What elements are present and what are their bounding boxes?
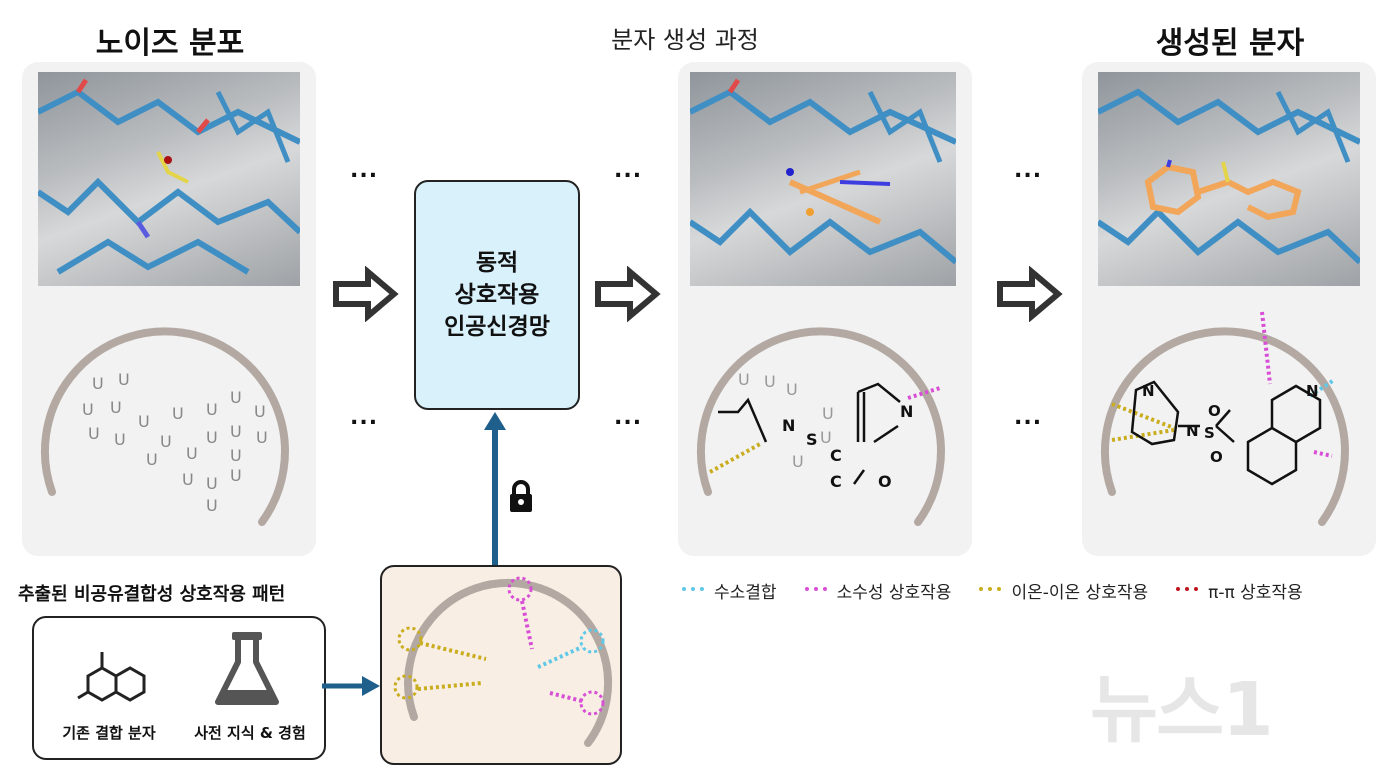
generated-arc-graphic [1100,311,1349,526]
noise-point: U [764,372,776,391]
noise-point: U [206,428,218,447]
prior-knowledge-label: 사전 지식 & 경험 [194,724,306,742]
noise-point: U [186,444,198,463]
arrow-right-icon [997,266,1063,322]
ellipsis: ... [1014,158,1043,183]
news1-watermark-logo: 뉴스1 [1090,667,1274,753]
noise-point: U [206,474,218,493]
legend: 수소결합 소수성 상호작용 이온-이온 상호작용 π-π 상호작용 [682,578,1303,603]
noise-point: U [254,402,266,421]
generation-arc-graphic [696,327,945,526]
interaction-pattern-box [380,565,622,765]
legend-item: π-π 상호작용 [1176,578,1303,603]
arrow-right-icon [595,266,661,322]
right-title: 생성된 분자 [1155,26,1305,61]
noise-point: U [786,380,798,399]
legend-item: 수소결합 [682,578,777,603]
noise-point: U [230,422,242,441]
atom-s: S [806,430,818,449]
flask-icon [215,632,279,705]
noise-point: U [114,430,126,449]
legend-label: 수소결합 [714,583,777,603]
noise-arc-graphic [40,327,289,526]
molecule-icon [77,652,146,702]
legend-label: 이온-이온 상호작용 [1011,583,1149,603]
noise-point: U [118,370,130,389]
noise-point: U [110,398,122,417]
protein-pocket-image [38,72,300,286]
legend-swatch-hydrophobic [804,586,827,595]
legend-item: 소수성 상호작용 [804,578,952,603]
generation-panel: U U U U U U N S C C N O [678,62,972,556]
left-title: 노이즈 분포 [95,26,245,61]
legend-swatch-hydrogen [682,586,704,595]
noise-point: U [146,450,158,469]
atom-s: S [1204,424,1215,442]
existing-molecule-label: 기존 결합 분자 [62,724,156,742]
noise-point: U [256,428,268,447]
ellipsis: ... [614,405,643,430]
protein-sticks-graphic [1098,88,1360,265]
legend-item: 이온-이온 상호작용 [979,578,1148,603]
blue-up-arrow [484,412,506,566]
interaction-network-box: 동적 상호작용 인공신경망 [414,180,580,410]
noise-point: U [206,496,218,515]
protein-pocket-image [690,72,956,286]
noise-point: U [172,404,184,423]
noise-point: U [822,404,834,423]
atom-o: O [1208,402,1221,420]
noise-point: U [820,428,832,447]
ellipsis: ... [1014,405,1043,430]
protein-pocket-image [1098,72,1360,286]
atom-n: N [782,416,796,435]
noise-point: U [792,452,804,471]
atom-c: C [830,446,842,465]
atom-o: O [878,472,892,491]
noise-point: U [82,400,94,419]
noise-point: U [230,466,242,485]
ellipsis: ... [350,405,379,430]
atom-n: N [1306,382,1319,400]
atom-n: N [900,402,914,421]
lock-icon [510,480,532,512]
atom-o: O [1210,448,1223,466]
generated-panel: N N S O O N [1082,62,1376,556]
protein-sticks-graphic [38,78,300,275]
noise-point: U [230,388,242,407]
noise-point: U [230,446,242,465]
noise-point: U [182,470,194,489]
pattern-box: 기존 결합 분자 사전 지식 & 경험 [32,616,326,760]
legend-label: π-π 상호작용 [1208,583,1303,603]
middle-title: 분자 생성 과정 [611,26,759,54]
atom-n: N [1142,382,1155,400]
noise-point: U [738,370,750,389]
ellipsis: ... [614,158,643,183]
noise-points: U U U U U U U U U U U U U U U U U U U U … [22,362,316,562]
noise-point: U [92,374,104,393]
noise-panel: U U U U U U U U U U U U U U U U U U U U … [22,62,316,556]
legend-label: 소수성 상호작용 [836,583,952,603]
atom-c: C [830,472,842,491]
ellipsis: ... [350,158,379,183]
legend-swatch-pi-pi [1176,586,1199,595]
noise-point: U [160,432,172,451]
noise-point: U [138,412,150,431]
protein-sticks-graphic [690,78,956,265]
arrow-right-icon [333,266,399,322]
pattern-title: 추출된 비공유결합성 상호작용 패턴 [18,584,286,605]
legend-swatch-ionic [979,586,1002,595]
interaction-arc-graphic [393,576,613,747]
atom-n: N [1186,422,1199,440]
blue-right-arrow [322,676,380,696]
noise-point: U [88,424,100,443]
noise-point: U [206,400,218,419]
